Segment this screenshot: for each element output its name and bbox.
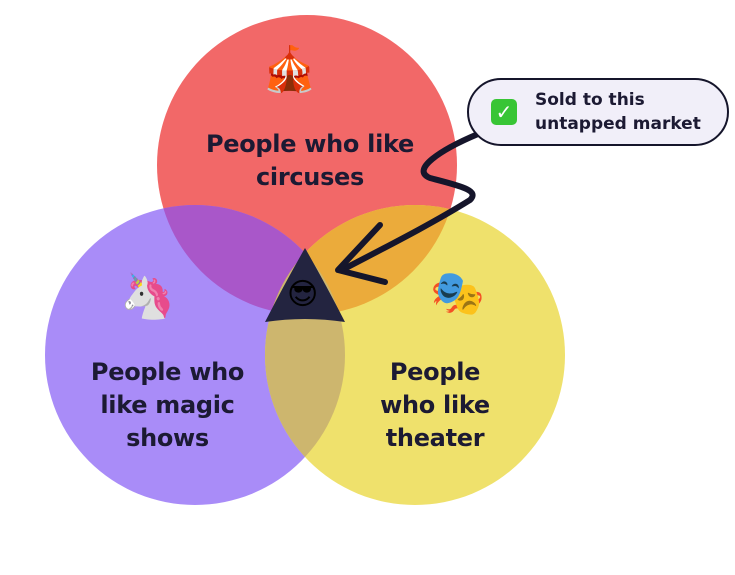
label-line: People xyxy=(389,358,481,386)
theater-masks-icon: 🎭 xyxy=(430,268,485,319)
callout-line: untapped market xyxy=(535,114,701,134)
overlap-circus-magic xyxy=(157,205,345,315)
circus-tent-icon: 🎪 xyxy=(262,44,317,95)
label-circuses: People who like circuses xyxy=(170,128,450,194)
label-line: circuses xyxy=(255,163,365,191)
callout-line: Sold to this xyxy=(535,90,645,110)
label-line: who like xyxy=(380,391,490,419)
label-theater: People who like theater xyxy=(355,356,515,455)
overlap-circus-theater xyxy=(265,205,457,315)
label-line: People who xyxy=(90,358,245,386)
arrow-head xyxy=(335,222,388,285)
label-line: People who like xyxy=(205,130,415,158)
label-magic-shows: People who like magic shows xyxy=(65,356,270,455)
sunglasses-face-icon: 😎 xyxy=(287,277,319,312)
unicorn-icon: 🦄 xyxy=(120,271,175,322)
label-line: like magic xyxy=(100,391,235,419)
callout-text: Sold to this untapped market xyxy=(535,88,701,136)
callout-bubble: ✓ Sold to this untapped market xyxy=(467,78,729,146)
label-line: shows xyxy=(126,424,209,452)
center-intersection xyxy=(265,248,345,322)
arrow-line xyxy=(339,131,481,273)
check-mark-icon: ✓ xyxy=(491,99,517,125)
label-line: theater xyxy=(385,424,485,452)
